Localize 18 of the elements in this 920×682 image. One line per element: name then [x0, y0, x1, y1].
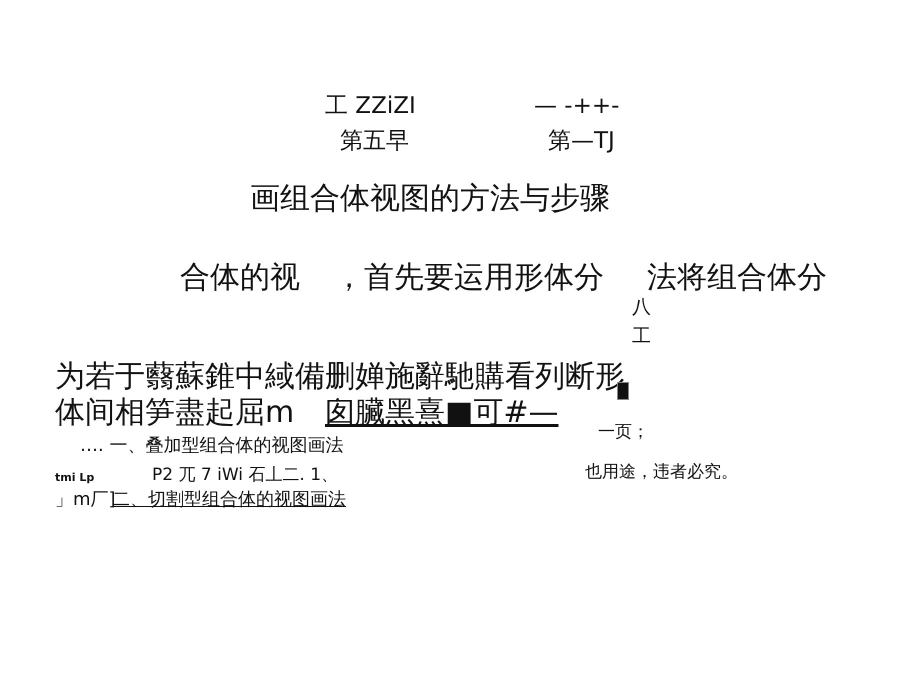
body-text: 合体的视 [180, 261, 300, 296]
body-text: 工 [632, 326, 651, 348]
list-item: …. 一、叠加型组合体的视图画法 [80, 436, 344, 457]
body-text: 囱臟黑熹■可#— [325, 396, 558, 430]
note-text: 一页； [598, 423, 649, 443]
body-text: tmi Lp [55, 472, 94, 485]
body-text: 法将组合体分 [647, 261, 827, 296]
note-text: 也用途，违者必究。 [585, 463, 738, 483]
body-text: ，首先要运用形体分 [334, 261, 604, 296]
body-text: 体间相笋盡起屈m [55, 396, 294, 430]
body-text: P2 兀 7 iWi 石丄二. 1、 [152, 466, 338, 486]
body-text: 为若于蘙蘇錐中緎備删婵施辭馳購看列断形 [55, 360, 625, 394]
heading-text: 第五早 [340, 128, 409, 154]
body-text: 八 [632, 297, 651, 319]
slide-title: 画组合体视图的方法与步骤 [250, 182, 610, 216]
heading-text: 工 ZZiZI [325, 93, 416, 120]
heading-text: 第—TJ [548, 128, 615, 154]
heading-text: — -++- [534, 93, 620, 120]
